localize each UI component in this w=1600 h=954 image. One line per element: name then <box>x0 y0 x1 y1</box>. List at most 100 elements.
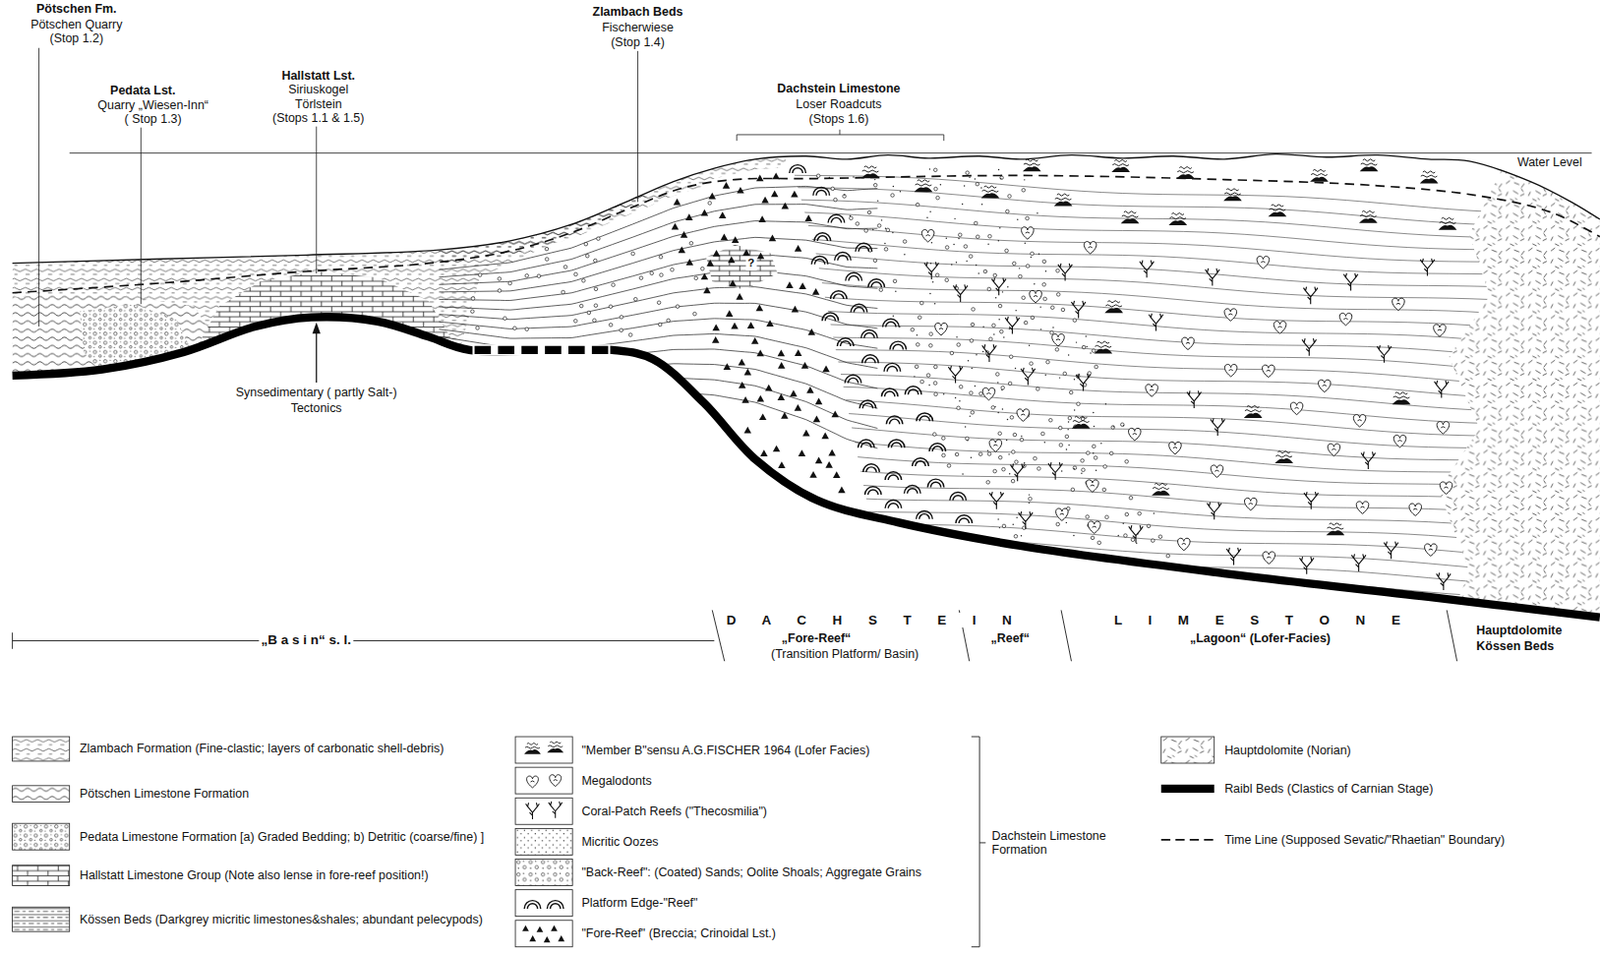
coral-symbol <box>989 491 1005 510</box>
coral-symbol <box>1186 390 1202 409</box>
pt-symbol <box>1067 420 1069 422</box>
legend-swatch <box>515 797 573 825</box>
coral-symbol <box>991 278 1007 297</box>
pt-symbol <box>961 203 963 205</box>
dot-symbol <box>1056 522 1061 527</box>
dot-symbol <box>1102 487 1107 492</box>
pt-symbol <box>953 218 955 220</box>
dot-symbol <box>1072 318 1077 323</box>
legend-text: Coral-Patch Reefs ("Thecosmilia") <box>581 804 964 819</box>
dot-symbol <box>593 287 598 292</box>
tri-symbol <box>678 246 686 254</box>
mb-symbol <box>1359 210 1378 223</box>
arc-symbol <box>886 415 903 424</box>
dot-symbol <box>915 202 920 207</box>
tri-symbol <box>708 192 715 200</box>
pt-symbol <box>998 239 1000 241</box>
tri-symbol <box>744 426 752 434</box>
tri-symbol <box>831 411 839 418</box>
bedding-line <box>775 224 1593 265</box>
dot-symbol <box>1050 330 1055 335</box>
pt-symbol <box>903 253 905 255</box>
sediment-body <box>12 154 1600 618</box>
dot-symbol <box>958 385 963 390</box>
dot-symbol <box>975 181 980 186</box>
arc-symbol <box>862 355 880 363</box>
pt-symbol <box>963 184 965 186</box>
dot-symbol <box>1080 459 1085 464</box>
facies-divider <box>711 609 724 661</box>
mb-symbol <box>1111 159 1130 172</box>
arc-symbol <box>850 303 868 312</box>
tri-symbol <box>756 174 764 181</box>
pt-symbol <box>955 336 957 338</box>
dot-symbol <box>525 327 530 332</box>
dot-symbol <box>979 392 984 397</box>
pt-symbol <box>997 412 999 414</box>
dot-symbol <box>1043 296 1048 301</box>
dot-symbol <box>1014 460 1019 465</box>
facies-bar <box>12 632 715 650</box>
dot-symbol <box>963 244 968 249</box>
pt-symbol <box>1061 470 1063 472</box>
heart-symbol <box>1356 501 1369 514</box>
dot-symbol <box>970 411 975 415</box>
pt-symbol <box>1007 418 1008 420</box>
tri-symbol <box>543 936 551 943</box>
dot-symbol <box>1018 274 1023 279</box>
facies-divider <box>1061 609 1071 661</box>
pt-symbol <box>965 260 967 262</box>
arc-symbol <box>844 374 862 383</box>
bedding-line <box>428 362 878 449</box>
dot-symbol <box>1058 425 1063 430</box>
dot-symbol <box>592 318 597 323</box>
tri-symbol <box>536 926 544 933</box>
pt-symbol <box>929 210 931 212</box>
pt-symbol <box>892 185 894 187</box>
pt-symbol <box>1073 378 1075 380</box>
stop-label: ( Stop 1.3) <box>124 112 182 126</box>
dot-symbol <box>471 296 475 301</box>
dot-symbol <box>508 281 513 286</box>
dot-symbol <box>934 392 939 397</box>
tri-symbol <box>794 404 802 412</box>
tri-symbol <box>798 282 806 290</box>
dot-symbol <box>666 318 671 323</box>
dot-symbol <box>670 267 675 272</box>
dot-symbol <box>986 480 991 485</box>
pt-symbol <box>982 326 984 328</box>
heart-symbol <box>1409 503 1423 516</box>
tri-symbol <box>756 350 764 357</box>
mb-symbol <box>861 166 881 178</box>
water-level-line <box>69 152 1593 154</box>
pt-symbol <box>1015 517 1017 519</box>
pt-symbol <box>946 237 948 239</box>
coral-symbol <box>1148 313 1164 332</box>
pt-symbol <box>1085 335 1087 337</box>
coral-symbol <box>1376 345 1392 363</box>
coral-symbol <box>1075 373 1091 392</box>
pt-symbol <box>994 406 996 408</box>
dot-symbol <box>497 289 502 294</box>
pt-symbol <box>997 518 999 520</box>
legend-text: Zlambach Formation (Fine-clastic; layers… <box>79 741 488 756</box>
arc-symbol <box>834 252 852 261</box>
coral-symbol <box>1383 541 1399 560</box>
tri-symbol <box>738 381 746 389</box>
facies-label: Kössen Beds <box>1474 639 1556 653</box>
legend-swatches <box>12 736 1215 948</box>
dot-symbol <box>992 323 997 328</box>
coral-symbol <box>952 284 968 302</box>
pt-symbol <box>957 237 959 239</box>
dot-symbol <box>608 323 613 328</box>
pt-symbol <box>971 367 973 369</box>
arc-symbol <box>857 439 875 448</box>
tri-symbol <box>742 248 750 256</box>
mb-symbol <box>1360 159 1379 172</box>
dot-symbol <box>1037 467 1042 472</box>
dot-symbol <box>587 310 592 315</box>
pt-symbol <box>881 219 883 221</box>
pt-symbol <box>1016 218 1018 220</box>
pt-symbol <box>885 228 887 230</box>
